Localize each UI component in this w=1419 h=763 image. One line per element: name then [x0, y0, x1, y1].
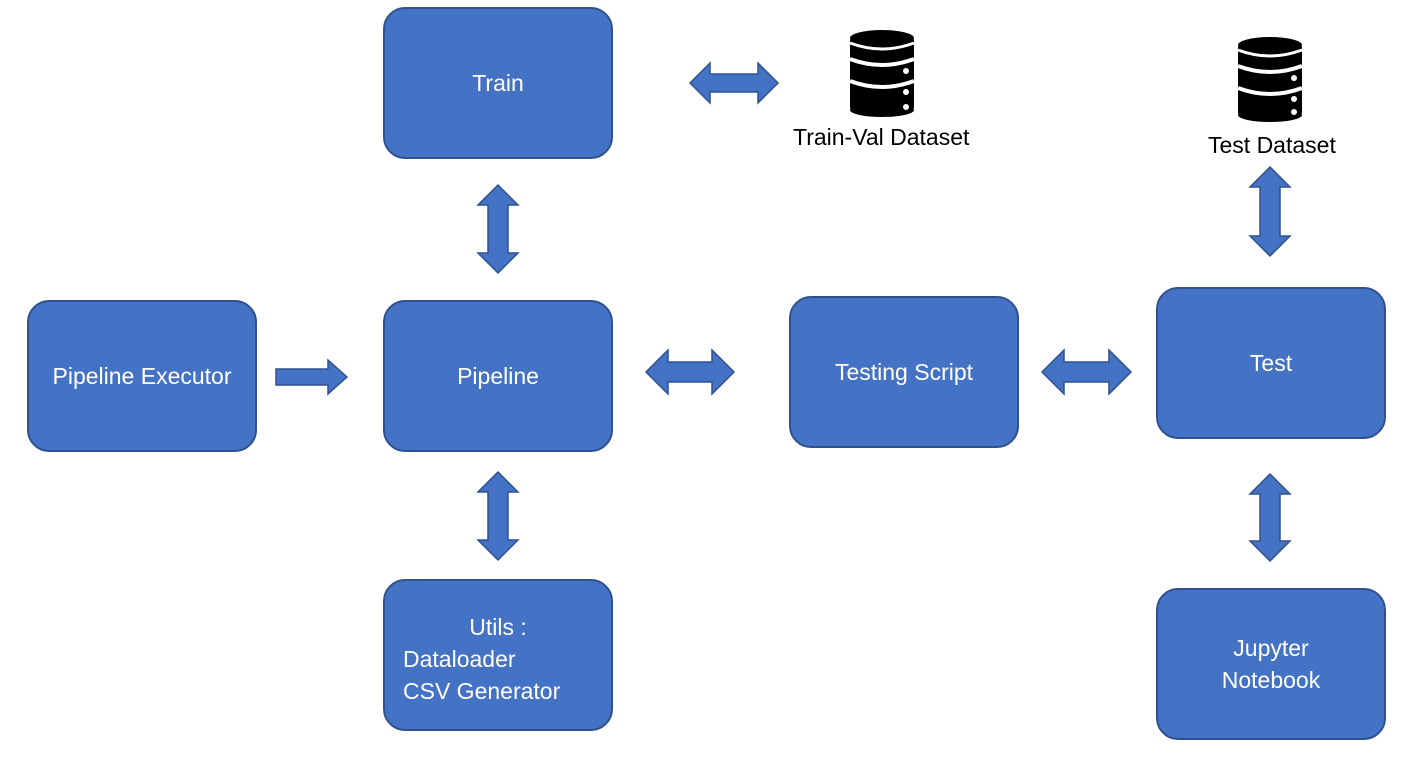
- pipeline-executor-node: Pipeline Executor: [27, 300, 257, 452]
- testing-script-node: Testing Script: [789, 296, 1019, 448]
- testing-script-label: Testing Script: [834, 359, 974, 385]
- jupyter-notebook-node: Jupyter Notebook: [1156, 588, 1386, 740]
- jupyter-line-2: Notebook: [1221, 667, 1321, 693]
- arrow-executor-to-pipeline: [275, 358, 349, 396]
- arrow-pipeline-utils: [476, 470, 520, 562]
- test-dataset-label: Test Dataset: [1208, 132, 1336, 158]
- arrow-testing-script-test: [1040, 348, 1133, 396]
- utils-line-dataloader: Dataloader: [403, 646, 516, 672]
- pipeline-label: Pipeline: [457, 363, 539, 389]
- pipeline-executor-label: Pipeline Executor: [52, 363, 232, 389]
- arrow-pipeline-testing-script: [644, 348, 736, 396]
- train-node: Train: [383, 7, 613, 159]
- arrow-train-dataset: [688, 61, 780, 105]
- test-node: Test: [1156, 287, 1386, 439]
- utils-title: Utils :: [469, 614, 527, 640]
- utils-node: Utils : Dataloader CSV Generator: [383, 579, 613, 731]
- test-label: Test: [1249, 350, 1293, 376]
- database-icon: [1237, 37, 1303, 122]
- pipeline-node: Pipeline: [383, 300, 613, 452]
- jupyter-line-1: Jupyter: [1233, 635, 1309, 661]
- arrow-test-dataset: [1248, 165, 1292, 258]
- train-val-dataset-label: Train-Val Dataset: [793, 124, 970, 150]
- database-icon: [849, 30, 915, 117]
- arrow-train-pipeline: [476, 183, 520, 275]
- utils-line-csv-generator: CSV Generator: [403, 678, 561, 704]
- arrow-test-jupyter: [1248, 472, 1292, 563]
- train-label: Train: [472, 70, 524, 96]
